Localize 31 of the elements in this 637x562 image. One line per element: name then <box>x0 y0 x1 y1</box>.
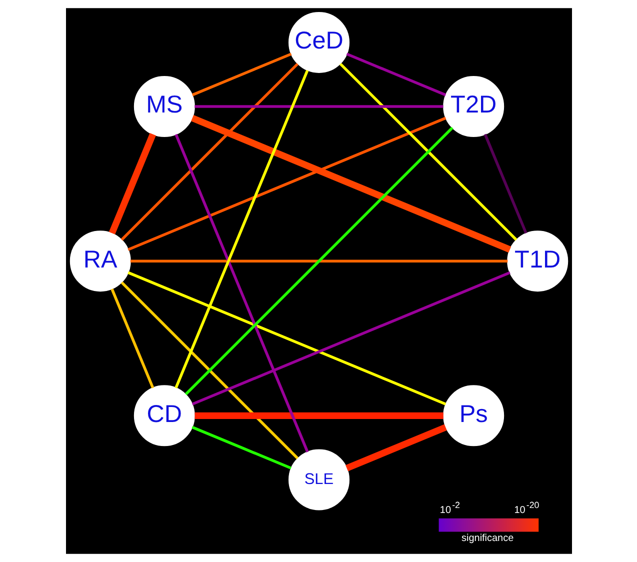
node-circle: MS <box>133 76 194 137</box>
connector <box>190 115 511 253</box>
connector <box>346 52 446 96</box>
connector <box>483 134 527 234</box>
connector <box>127 271 446 406</box>
connector <box>194 105 443 108</box>
connector <box>110 288 154 388</box>
node-circle: SLE <box>288 449 349 510</box>
label: 10$^{-2}$ <box>439 500 460 516</box>
connector <box>191 426 292 470</box>
connector <box>127 116 446 251</box>
node-circle: Ps <box>442 385 504 446</box>
node-circle: T2D <box>442 76 504 137</box>
node-circle: RA <box>69 230 130 292</box>
connector <box>120 281 298 460</box>
node-circle: CD <box>133 385 194 446</box>
connector <box>191 271 510 406</box>
label: significance <box>461 532 514 544</box>
node-circle: CeD <box>288 12 349 73</box>
connector <box>194 412 443 419</box>
connector <box>120 62 298 241</box>
connector <box>191 52 292 96</box>
node-circle: T1D <box>506 230 568 292</box>
connector <box>174 70 308 388</box>
label: 10$^{-20}$ <box>514 500 539 516</box>
connector <box>130 260 508 262</box>
connector <box>338 62 517 241</box>
connector <box>345 424 446 472</box>
connector <box>184 126 453 396</box>
connector <box>174 134 308 452</box>
connector <box>108 133 156 234</box>
